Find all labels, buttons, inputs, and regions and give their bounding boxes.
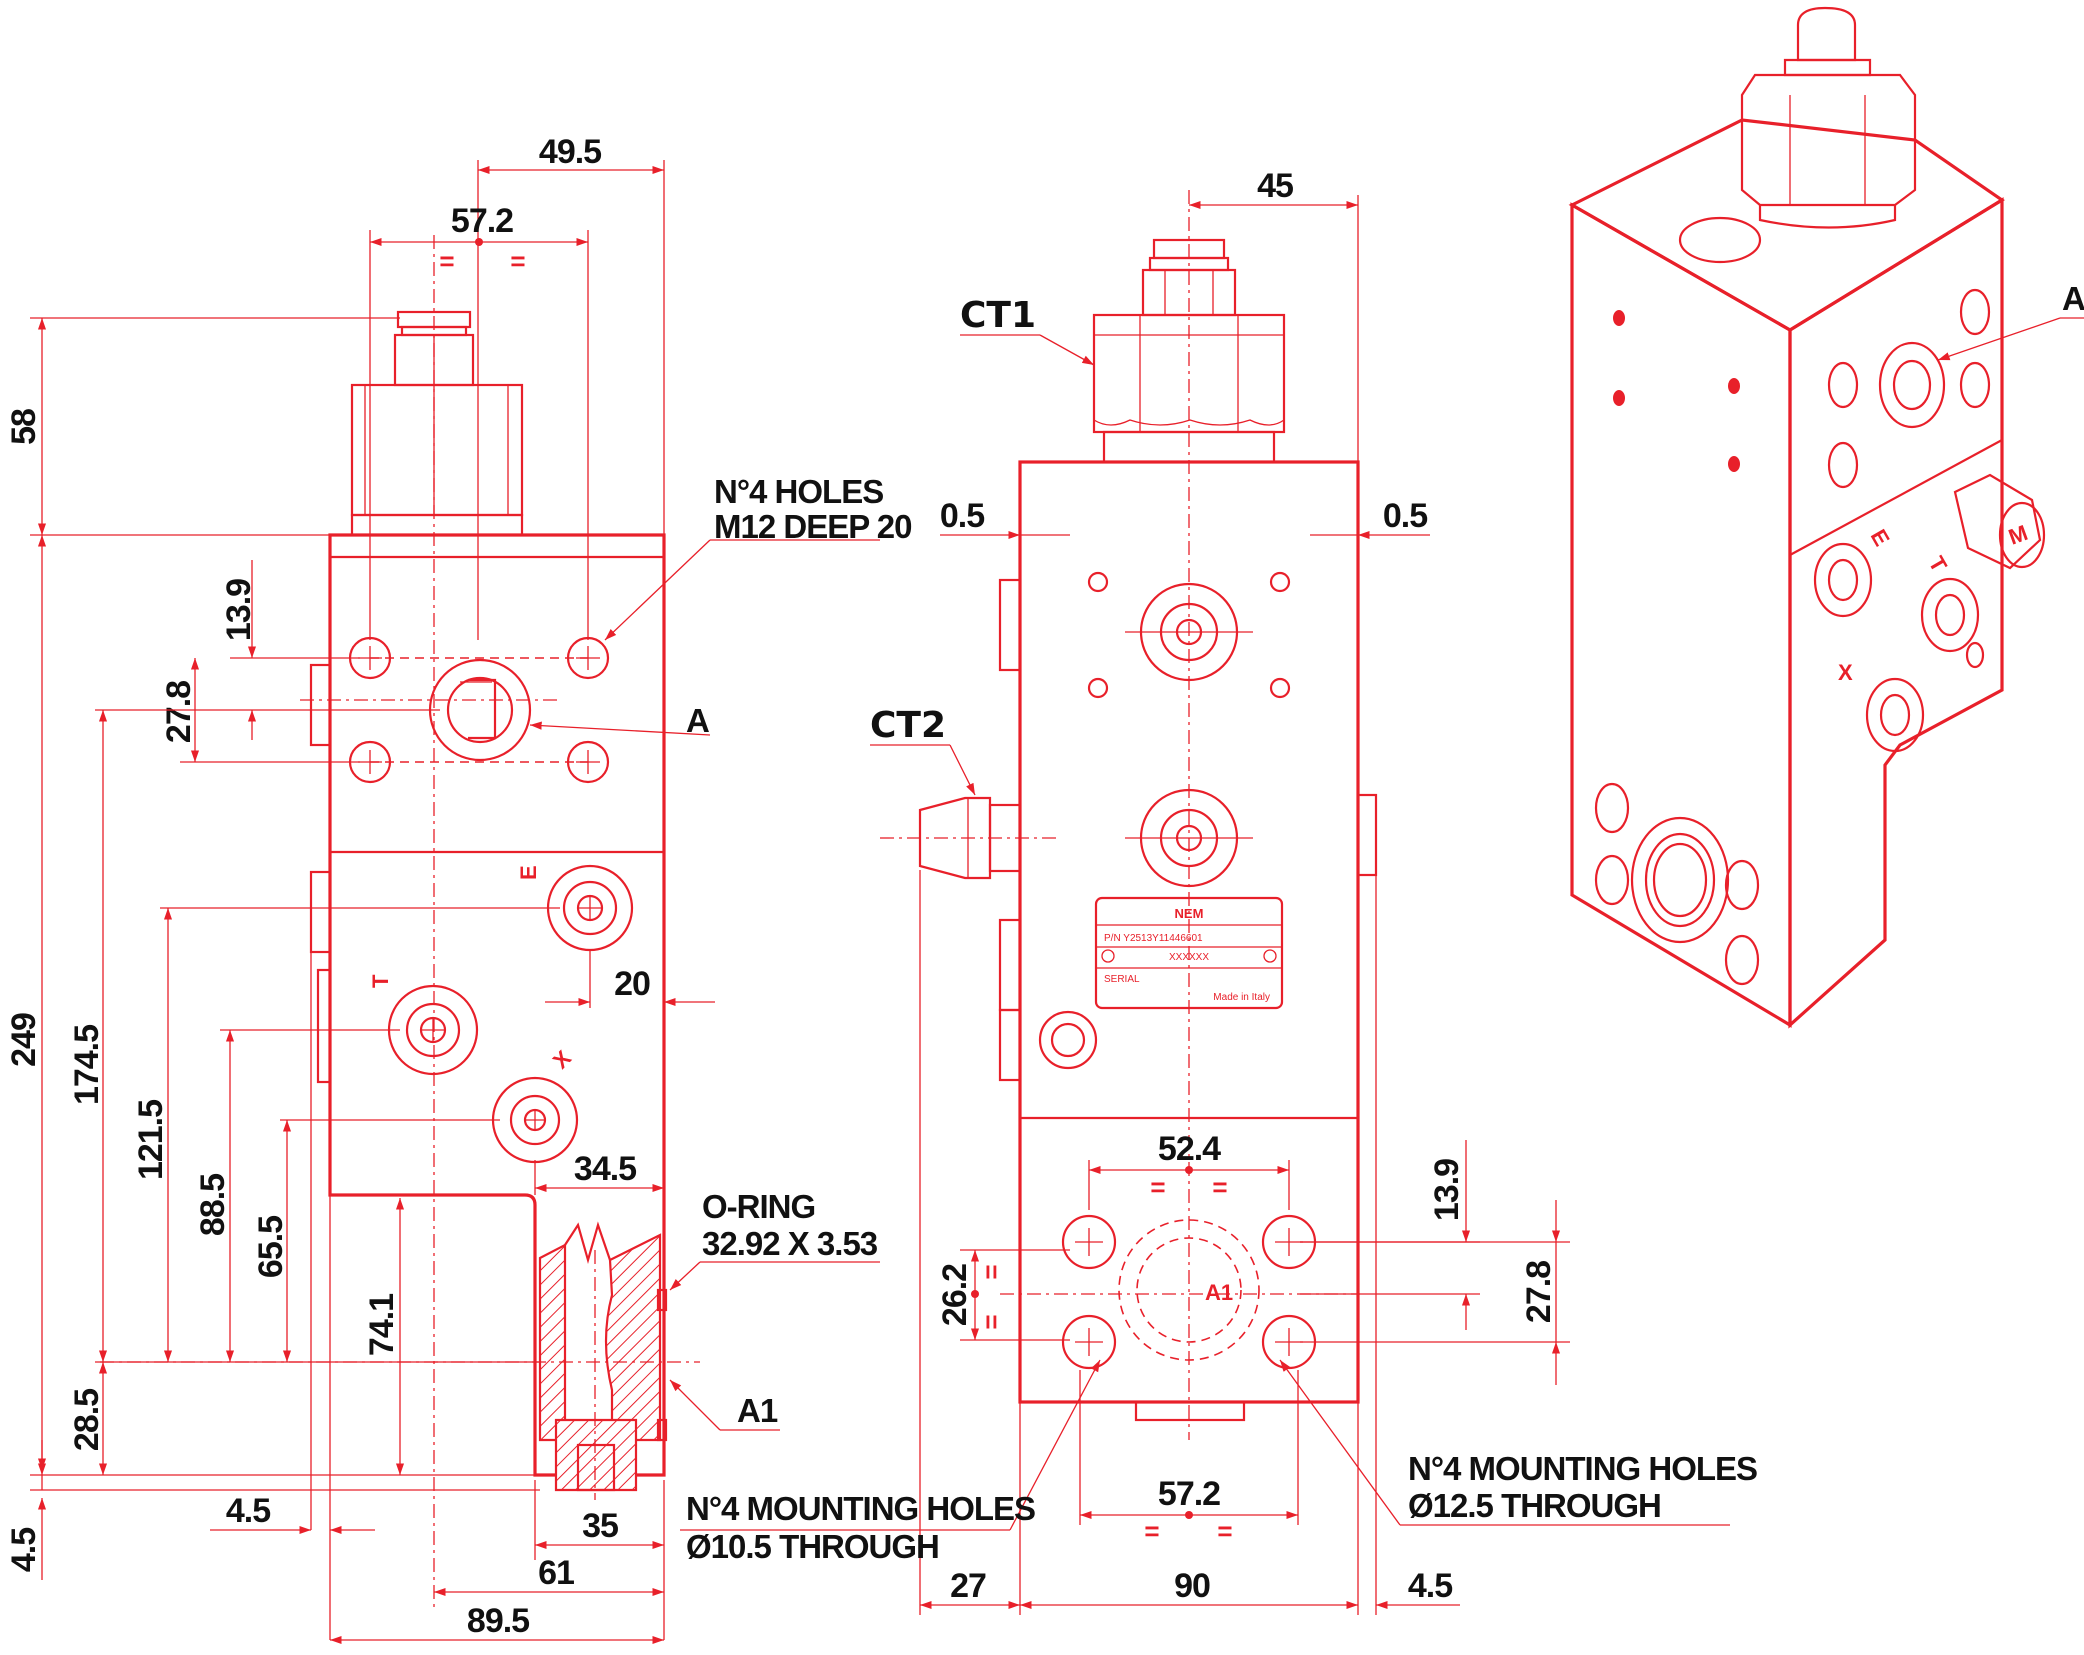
note-mount-right-line2: Ø12.5 THROUGH (1408, 1487, 1661, 1524)
side-port-e-label: E (516, 865, 541, 880)
note-holes-line1: N°4 HOLES (714, 473, 883, 510)
note-oring-line2: 32.92 X 3.53 (702, 1225, 878, 1262)
dim-4-5-vertical: 4.5 (5, 1528, 43, 1572)
dim-65-5: 65.5 (252, 1216, 290, 1278)
dim-57-2: 57.2 (451, 202, 513, 240)
dim-27-8-side: 27.8 (160, 681, 198, 743)
side-section (538, 1221, 668, 1500)
front-cartridge-ct2 (880, 796, 1060, 880)
note-oring-line1: O-RING (702, 1188, 815, 1225)
dim-20: 20 (614, 965, 650, 1003)
note-mount-right-line1: N°4 MOUNTING HOLES (1408, 1450, 1757, 1487)
side-port-e (546, 864, 634, 952)
iso-cartridge (1740, 6, 1917, 229)
dim-58: 58 (5, 409, 43, 445)
front-notes: N°4 MOUNTING HOLES Ø10.5 THROUGH N°4 MOU… (680, 1359, 1758, 1565)
note-holes-line2: M12 DEEP 20 (714, 508, 912, 545)
dim-0-5-right: 0.5 (1383, 497, 1427, 535)
front-nameplate: NEM P/N Y2513Y11446601 XXXXXX SERIAL Mad… (1094, 896, 1284, 1010)
front-a1-pattern: A1 (1000, 1214, 1360, 1370)
front-eq-bottom-left: = (1144, 1516, 1159, 1546)
side-view: E T X (100, 235, 700, 1610)
note-port-a: A (686, 702, 709, 739)
front-eq-left-top: = (976, 1264, 1006, 1279)
nameplate-part-number: P/N Y2513Y11446601 (1104, 933, 1203, 944)
front-eq-left-bottom: = (976, 1314, 1006, 1329)
side-port-x-label: X (548, 1045, 576, 1073)
iso-port-a-label: A (2062, 280, 2084, 317)
side-port-a (428, 658, 532, 762)
eq-mark-right: = (510, 246, 525, 276)
note-port-a1: A1 (737, 1392, 778, 1429)
iso-port-e-label: E (1866, 525, 1895, 550)
dim-45: 45 (1257, 167, 1293, 205)
dim-13-9-front: 13.9 (1428, 1159, 1466, 1221)
dim-27-8-front: 27.8 (1520, 1261, 1558, 1323)
iso-port-t-label: T (1924, 552, 1953, 577)
label-ct2: CT2 (870, 705, 946, 746)
dim-35: 35 (582, 1507, 618, 1545)
dim-0-5-left: 0.5 (940, 497, 984, 535)
side-port-t (387, 984, 479, 1076)
dim-74-1: 74.1 (363, 1294, 401, 1356)
dim-28-5: 28.5 (68, 1389, 106, 1451)
front-eq-top-left: = (1150, 1172, 1165, 1202)
note-mount-left-line1: N°4 MOUNTING HOLES (686, 1490, 1035, 1527)
iso-right-face (1788, 197, 2004, 1029)
iso-view: E T X M A (1568, 6, 2084, 1029)
side-port-x (491, 1076, 579, 1164)
label-ct1: CT1 (960, 295, 1036, 336)
front-eq-bottom-right: = (1217, 1516, 1232, 1546)
nameplate-brand: NEM (1175, 906, 1204, 921)
front-view: NEM P/N Y2513Y11446601 XXXXXX SERIAL Mad… (880, 190, 1378, 1440)
note-mount-left-line2: Ø10.5 THROUGH (686, 1528, 939, 1565)
dim-249: 249 (5, 1013, 43, 1067)
front-mid-port (1125, 788, 1253, 888)
iso-port-m-label: M (2005, 520, 2031, 550)
dim-89-5: 89.5 (467, 1602, 529, 1640)
dim-174-5: 174.5 (68, 1025, 106, 1105)
dim-27: 27 (950, 1567, 986, 1605)
side-dimensions: 49.5 57.2 = = 58 13.9 27.8 249 174.5 (5, 133, 715, 1645)
front-top-port (1087, 571, 1291, 699)
dim-13-9-side: 13.9 (220, 579, 258, 641)
dim-57-2-front: 57.2 (1158, 1475, 1220, 1513)
iso-port-x-label: X (1838, 660, 1853, 685)
dim-4-5-horizontal: 4.5 (226, 1492, 270, 1530)
eq-mark-left: = (439, 246, 454, 276)
dim-49-5: 49.5 (539, 133, 601, 171)
iso-left-ports (1594, 782, 1760, 986)
dim-61: 61 (538, 1554, 574, 1592)
dim-26-2: 26.2 (936, 1264, 974, 1326)
nameplate-code: XXXXXX (1169, 952, 1209, 963)
side-port-t-label: T (368, 974, 393, 988)
front-labels: CT1 CT2 (870, 295, 1095, 796)
dim-90: 90 (1174, 1567, 1210, 1605)
dim-88-5: 88.5 (194, 1174, 232, 1236)
front-eq-top-right: = (1212, 1172, 1227, 1202)
nameplate-origin: Made in Italy (1213, 992, 1270, 1003)
side-cartridge (350, 310, 524, 537)
side-notes: N°4 HOLES M12 DEEP 20 A O-RING 32.92 X 3… (529, 473, 913, 1431)
iso-plug: M (1953, 473, 2046, 570)
dim-121-5: 121.5 (132, 1100, 170, 1180)
front-label-a1: A1 (1205, 1280, 1233, 1305)
dim-52-4: 52.4 (1158, 1130, 1221, 1168)
front-dimensions: 45 0.5 0.5 52.4 = = 13.9 27.8 26. (919, 167, 1570, 1615)
nameplate-serial: SERIAL (1104, 974, 1140, 985)
dim-4-5-front: 4.5 (1408, 1567, 1452, 1605)
dim-34-5: 34.5 (574, 1150, 636, 1188)
iso-right-ports: E T X (1813, 288, 1991, 753)
